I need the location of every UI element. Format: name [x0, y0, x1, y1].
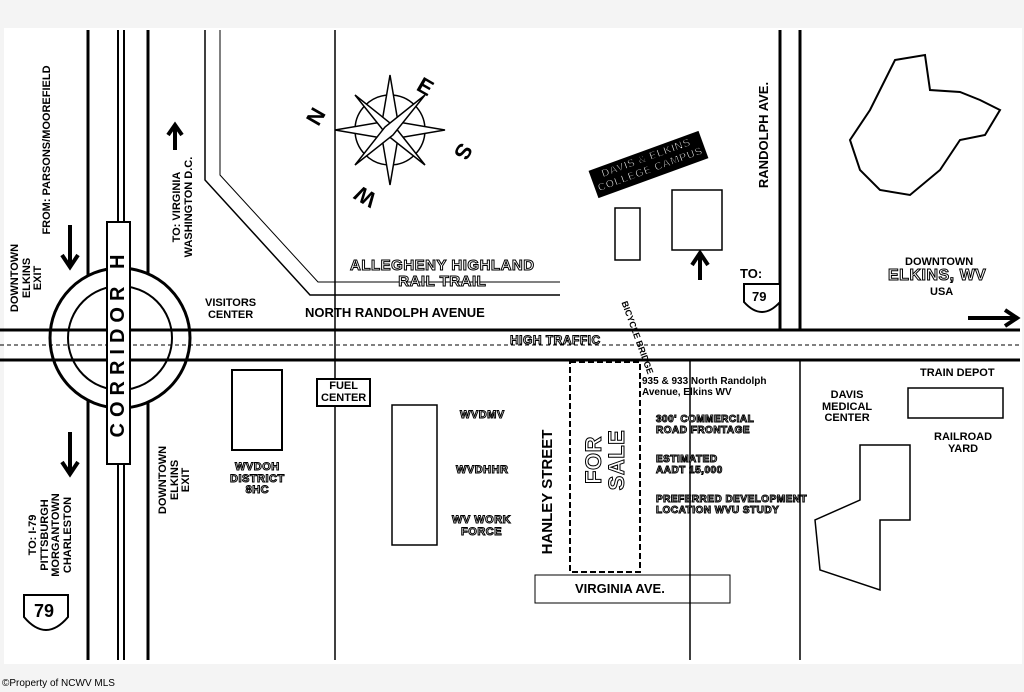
wvdhhr-label: WVDHHR [456, 464, 509, 476]
virginia-ave-label: VIRGINIA AVE. [575, 581, 665, 596]
wv-work-force-label: WV WORK FORCE [451, 514, 512, 538]
davis-medical-label: DAVIS MEDICAL CENTER [822, 389, 873, 425]
high-traffic-label: HIGH TRAFFIC [510, 333, 601, 347]
randolph-ave-label: RANDOLPH AVE. [756, 81, 771, 189]
railroad-yard-label: RAILROAD YARD [934, 431, 993, 455]
rail-trail-label: ALLEGHENY HIGHLAND RAIL TRAIL [350, 257, 535, 290]
bullet-aadt: ESTIMATED AADT 15,000 [656, 454, 723, 476]
to-79-label: TO: [740, 266, 763, 281]
bullet-frontage: 300' COMMERCIAL ROAD FRONTAGE [655, 414, 755, 436]
copyright-credit: ©Property of NCWV MLS [2, 678, 115, 689]
to-i79-label: TO: I-79 PITTSBURGH MORGANTOWN CHARLESTO… [27, 493, 74, 577]
downtown-exit-bottom-label: DOWNTOWN ELKINS EXIT [157, 445, 193, 515]
north-randolph-avenue-label: NORTH RANDOLPH AVENUE [305, 305, 485, 320]
usa-label: USA [930, 286, 954, 298]
wvdoh-label: WVDOH DISTRICT 8HC [230, 461, 285, 497]
elkins-wv-label: ELKINS, WV [887, 267, 987, 285]
interstate-79-shield-bottom: 79 [34, 601, 55, 621]
for-sale-label: FOR SALE [581, 429, 630, 491]
downtown-label: DOWNTOWN [905, 256, 974, 268]
fuel-center-label: FUEL CENTER [316, 378, 372, 408]
to-virginia-label: TO: VIRGINIA WASHINGTON D.C. [171, 156, 195, 258]
hanley-street-label: HANLEY STREET [539, 429, 556, 555]
wvdmv-label: WVDMV [460, 409, 505, 421]
downtown-exit-left-label: DOWNTOWN ELKINS EXIT [9, 243, 45, 313]
visitors-center-label: VISITORS CENTER [205, 297, 257, 321]
interstate-79-shield-top: 79 [752, 289, 767, 304]
train-depot-label: TRAIN DEPOT [920, 367, 995, 379]
corridor-h-label: CORRIDOR H [106, 221, 131, 465]
bullet-preferred: PREFERRED DEVELOPMENT LOCATION WVU STUDY [655, 494, 808, 516]
from-parsons-label: FROM: PARSONS/MOOREFIELD [41, 65, 53, 235]
property-address: 935 & 933 North Randolph Avenue, Elkins … [642, 376, 767, 398]
